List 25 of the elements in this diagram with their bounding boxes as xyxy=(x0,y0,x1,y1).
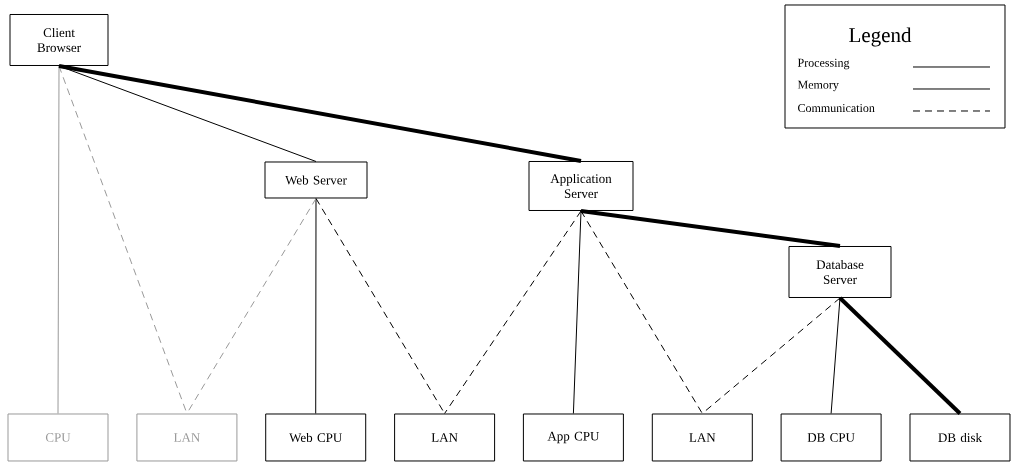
connector-line xyxy=(58,64,582,163)
process-box: LAN xyxy=(394,413,496,462)
process-box: Web Server xyxy=(264,161,368,199)
process-box: LAN xyxy=(651,413,753,462)
connector-line xyxy=(57,65,60,414)
legend-title: Legend xyxy=(849,27,912,47)
process-box: Application Server xyxy=(528,161,634,211)
connector-line xyxy=(444,210,582,414)
legend-text: Communication xyxy=(798,103,875,112)
connector-line xyxy=(315,198,317,414)
process-box: CPU xyxy=(7,413,109,462)
legend-text: Memory xyxy=(797,80,839,92)
process-box: Client Browser xyxy=(9,14,109,66)
connector-line xyxy=(830,297,841,414)
connector-line xyxy=(580,209,841,248)
connector-line xyxy=(838,296,962,415)
process-box: DB CPU xyxy=(780,413,882,462)
legend-text: Processing xyxy=(797,58,850,70)
process-box: LAN xyxy=(136,413,238,462)
connector-line xyxy=(572,210,582,414)
process-box: Web CPU xyxy=(265,413,367,462)
connector-line xyxy=(580,210,703,414)
process-box: Database Server xyxy=(788,246,892,298)
process-box: DB disk xyxy=(909,413,1011,462)
process-box: App CPU xyxy=(522,413,624,462)
